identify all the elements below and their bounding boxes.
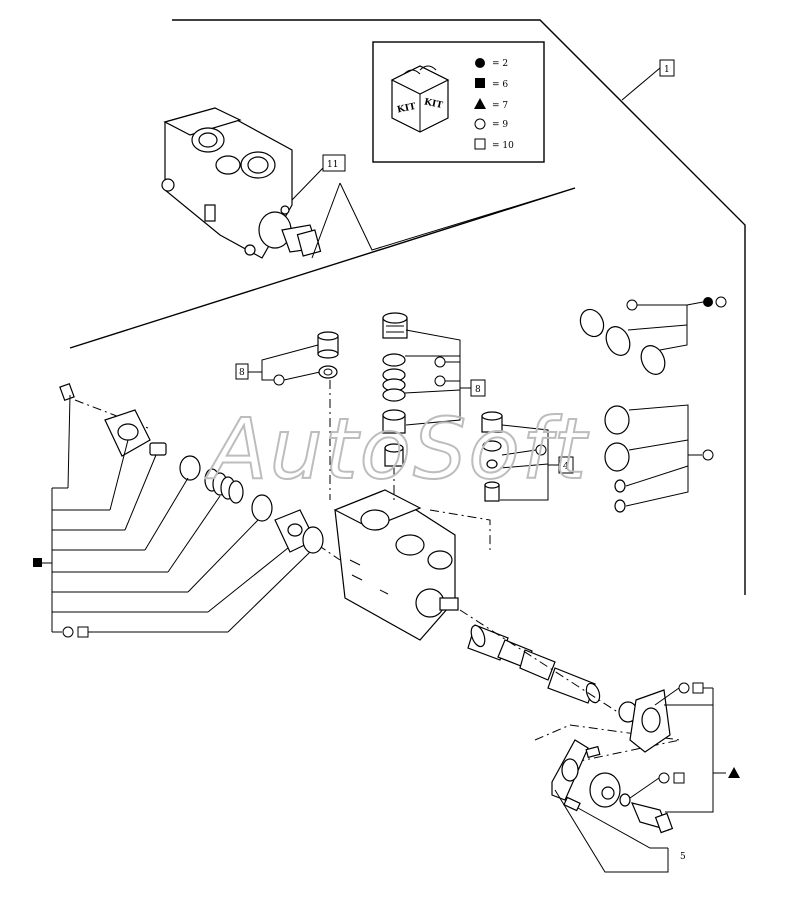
plug-stack-center: 8: [382, 312, 486, 467]
watermark-text: AutoSoft: [205, 400, 589, 498]
spring-part: [204, 468, 244, 504]
svg-text:8: 8: [239, 368, 245, 378]
svg-text:8: 8: [475, 385, 481, 395]
svg-text:1: 1: [664, 65, 670, 75]
kit-legend: KIT KIT = 2 = 6 = 7 = 9 = 10: [372, 41, 545, 163]
callout-1: 1: [621, 59, 675, 101]
svg-text:= 10: = 10: [492, 141, 514, 151]
valve-body-exploded: [333, 489, 459, 641]
orings-kit-2-9: [579, 296, 727, 375]
callout-11: 11: [291, 154, 576, 259]
callout-5-label: 5: [680, 852, 686, 862]
legend-entry-open-square: = 10: [474, 138, 514, 151]
legend-entry-filled-square: = 6: [475, 78, 508, 90]
kit-label-right: KIT: [423, 97, 444, 111]
frame-lines: [69, 19, 746, 595]
valve-assembly-illustration: [161, 107, 322, 259]
legend-entry-open-circle: = 9: [474, 118, 508, 130]
svg-text:= 6: = 6: [492, 80, 508, 90]
kit-box-icon: KIT KIT: [390, 65, 450, 133]
svg-text:= 2: = 2: [492, 59, 508, 69]
left-leader-bracket: [33, 394, 311, 638]
bottom-right-cap-parts: [551, 689, 674, 834]
plug-stack-right: 4: [481, 411, 574, 502]
left-cap-parts: [59, 382, 324, 554]
svg-text:4: 4: [563, 462, 569, 472]
legend-entry-filled-circle: = 2: [475, 58, 508, 69]
orings-kit-9: [604, 404, 714, 513]
callout-8-left: 8: [235, 331, 339, 386]
svg-text:11: 11: [327, 160, 338, 170]
svg-text:= 7: = 7: [492, 101, 508, 111]
svg-text:= 9: = 9: [492, 120, 508, 130]
plug-part: [317, 331, 339, 359]
spool-parts: [467, 624, 601, 704]
legend-entry-filled-triangle: = 7: [474, 98, 508, 111]
bottom-right-leaders: 5: [554, 682, 740, 873]
kit-label-left: KIT: [396, 102, 417, 116]
